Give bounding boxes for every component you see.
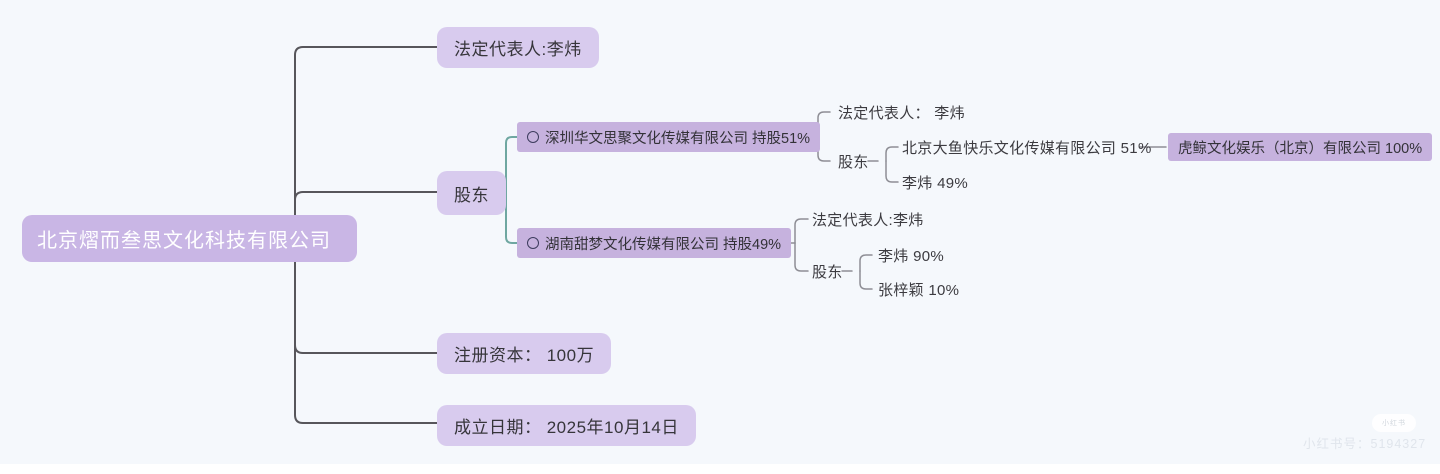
hunan-holder-liwei-node[interactable]: 李炜 90% <box>878 247 944 265</box>
xiaohongshu-badge-watermark: 小红书 <box>1372 414 1416 432</box>
xiaohongshu-id-watermark: 小红书号：5194327 <box>1303 437 1427 451</box>
circle-icon <box>527 237 539 249</box>
hunan-shareholders-node[interactable]: 股东 <box>812 263 843 281</box>
shareholder-company-hunan-node[interactable]: 湖南甜梦文化传媒有限公司 持股49% <box>517 228 792 258</box>
shareholder-company-label: 深圳华文思聚文化传媒有限公司 持股51% <box>545 130 811 147</box>
established-date-node[interactable]: 成立日期： 2025年10月14日 <box>437 405 696 446</box>
shenzhen-legal-rep-node[interactable]: 法定代表人： 李炜 <box>838 104 965 122</box>
root-company-node[interactable]: 北京熠而叁思文化科技有限公司 <box>22 215 357 262</box>
hujing-culture-node[interactable]: 虎鲸文化娱乐（北京）有限公司 100% <box>1168 133 1433 161</box>
bottom-strip <box>0 464 1440 474</box>
shareholder-company-shenzhen-node[interactable]: 深圳华文思聚文化传媒有限公司 持股51% <box>517 122 821 152</box>
shareholders-node[interactable]: 股东 <box>437 171 506 215</box>
hunan-holder-zhangziying-node[interactable]: 张梓颖 10% <box>878 281 960 299</box>
hujing-culture-label: 虎鲸文化娱乐（北京）有限公司 100% <box>1178 140 1423 157</box>
shenzhen-shareholders-node[interactable]: 股东 <box>838 153 869 171</box>
shenzhen-holder-liwei-node[interactable]: 李炜 49% <box>902 174 968 192</box>
shareholder-company-label: 湖南甜梦文化传媒有限公司 持股49% <box>545 236 782 253</box>
circle-icon <box>527 131 539 143</box>
hunan-legal-rep-node[interactable]: 法定代表人:李炜 <box>812 211 924 229</box>
legal-representative-node[interactable]: 法定代表人:李炜 <box>437 27 599 68</box>
registered-capital-node[interactable]: 注册资本： 100万 <box>437 333 612 374</box>
shenzhen-holder-beijing-dayu-node[interactable]: 北京大鱼快乐文化传媒有限公司 51% <box>902 139 1152 157</box>
